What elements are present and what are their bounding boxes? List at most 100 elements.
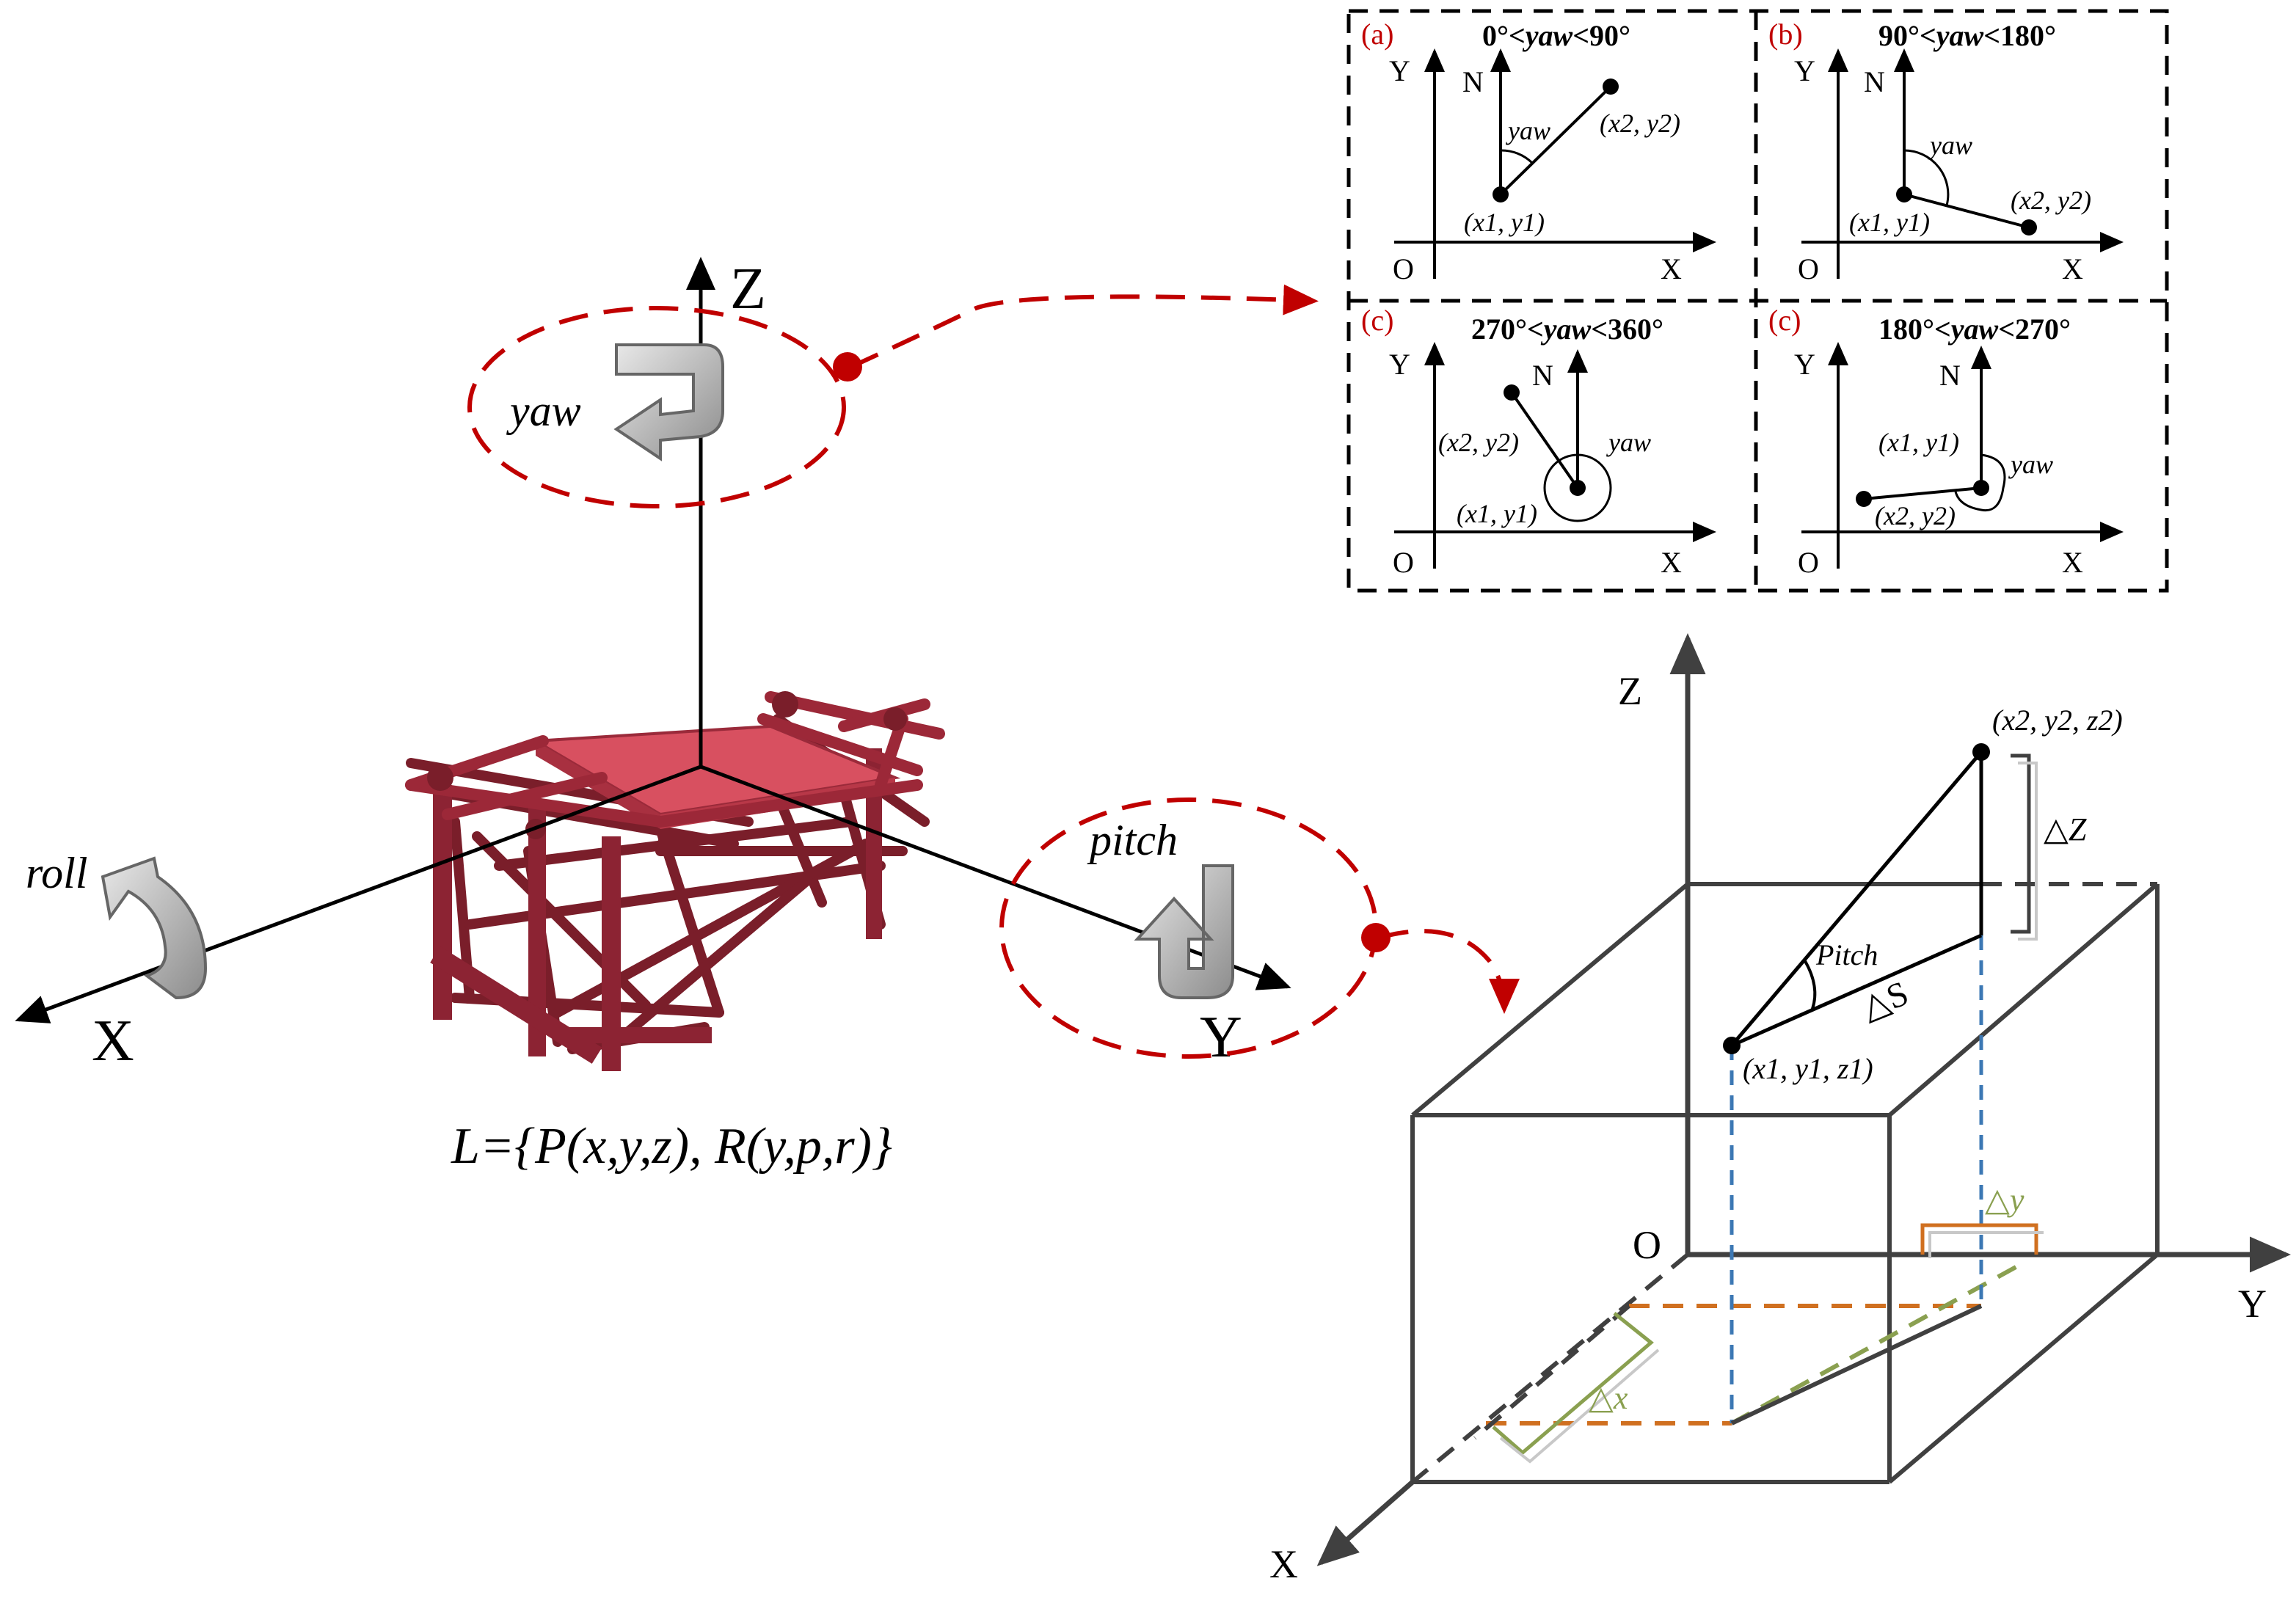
panel-north-label: N xyxy=(1864,65,1885,98)
panel-range: 270°<yaw<360° xyxy=(1471,313,1663,346)
box-origin-label: O xyxy=(1633,1223,1661,1267)
box-point-1-label: (x1, y1, z1) xyxy=(1743,1052,1873,1085)
yaw-rotation-arrow-icon xyxy=(613,343,724,461)
panel-point-1 xyxy=(1896,186,1912,202)
panel-north-label: N xyxy=(1939,359,1961,392)
yaw-connector-dot xyxy=(833,352,862,382)
panel-origin-label: O xyxy=(1393,252,1414,285)
panel-point-1-label: (x1, y1) xyxy=(1457,499,1537,528)
panel-origin-label: O xyxy=(1798,546,1819,579)
main-figure: Z X Y yaw roll pitch L={P(x,y,z), R(y,p,… xyxy=(15,257,1520,1175)
panel-angle-label: yaw xyxy=(1506,116,1550,145)
yaw-panel-a: (a) 0°<yaw<90° Y X O N yaw (x1, y1) (x2,… xyxy=(1361,18,1716,285)
panel-angle-arc xyxy=(1500,149,1534,164)
panel-point-2-label: (x2, y2) xyxy=(1438,428,1519,457)
panel-angle-label: yaw xyxy=(1928,131,1972,160)
panel-tag: (c) xyxy=(1361,304,1393,337)
box-projection-green xyxy=(1730,1260,2027,1426)
panel-point-2-label: (x2, y2) xyxy=(1875,501,1956,530)
panel-heading-line xyxy=(1863,486,1982,500)
panel-point-1 xyxy=(1493,186,1509,202)
box-projection-orange xyxy=(1486,1304,1981,1426)
box-edges xyxy=(1410,882,2160,1484)
roll-label: roll xyxy=(26,849,87,897)
panel-angle-circle xyxy=(1543,453,1612,522)
panel-heading-line xyxy=(1903,193,2030,229)
axis-z-label: Z xyxy=(730,257,766,321)
panel-range: 90°<yaw<180° xyxy=(1878,19,2056,52)
panel-angle-label: yaw xyxy=(1606,428,1651,457)
panel-origin-label: O xyxy=(1393,546,1414,579)
delta-z-bracket xyxy=(2011,753,2031,934)
panel-angle-arc xyxy=(1903,149,1950,206)
yaw-panel-b: (b) 90°<yaw<180° Y X O N yaw (x1, y1) (x… xyxy=(1768,18,2124,285)
panel-point-2 xyxy=(1603,79,1619,95)
box-axis-x xyxy=(1316,1480,1415,1566)
pitch-connector-dot xyxy=(1361,923,1391,952)
pitch-horizontal xyxy=(1730,933,1983,1048)
panel-point-2 xyxy=(1856,491,1872,507)
panel-angle-arc xyxy=(1954,453,2006,512)
panel-tag: (b) xyxy=(1768,18,1803,51)
delta-x-bracket xyxy=(1492,1312,1654,1456)
panel-axis-y-label: Y xyxy=(1389,54,1410,87)
panel-axis-x-label: X xyxy=(1661,252,1682,285)
panel-range: 180°<yaw<270° xyxy=(1878,313,2071,346)
panel-point-1-label: (x1, y1) xyxy=(1849,208,1930,237)
panel-origin-label: O xyxy=(1798,252,1819,285)
panel-axis-x-label: X xyxy=(1661,546,1682,579)
panel-north-label: N xyxy=(1532,359,1553,392)
panel-point-1 xyxy=(1570,480,1586,496)
axis-x-line xyxy=(15,764,701,1023)
box-projection-blue xyxy=(1730,935,1983,1423)
panel-point-1-label: (x1, y1) xyxy=(1464,208,1545,237)
yaw-panel-c1: (c) 270°<yaw<360° Y X O N yaw (x1, y1) (… xyxy=(1361,304,1716,579)
platform-legs xyxy=(430,748,882,1071)
platform-nodes xyxy=(427,691,907,854)
yaw-panels: (a) 0°<yaw<90° Y X O N yaw (x1, y1) (x2,… xyxy=(1346,9,2169,593)
panel-point-2 xyxy=(1504,384,1520,401)
panel-point-1 xyxy=(1973,480,1989,496)
pitch-angle-arc xyxy=(1804,960,1817,1010)
panel-heading-line xyxy=(1510,391,1579,489)
pitch-angle-label: Pitch xyxy=(1815,938,1878,971)
box-axis-y-label: Y xyxy=(2238,1282,2267,1326)
delta-y-bracket xyxy=(1920,1223,2038,1255)
panel-axis-x-label: X xyxy=(2062,252,2083,285)
panel-axis-x-label: X xyxy=(2062,546,2083,579)
box-hidden-edges xyxy=(1411,882,2157,1484)
pitch-label: pitch xyxy=(1087,816,1178,864)
panel-axis-y-label: Y xyxy=(1389,348,1410,381)
yaw-highlight-ellipse xyxy=(467,306,846,508)
yaw-label: yaw xyxy=(506,387,581,435)
box-point-2 xyxy=(1972,743,1990,761)
panel-point-2-label: (x2, y2) xyxy=(1600,109,1680,138)
axis-x-label: X xyxy=(92,1009,134,1073)
delta-x-bracket-shadow xyxy=(1499,1348,1660,1464)
formula-label: L={P(x,y,z), R(y,p,r)} xyxy=(451,1118,892,1175)
yaw-connector-path xyxy=(850,284,1319,369)
delta-z-bracket-shadow xyxy=(2018,762,2038,941)
box-point-1 xyxy=(1723,1037,1741,1054)
yaw-panel-c2: (c) 180°<yaw<270° Y X O N yaw (x1, y1) (… xyxy=(1768,304,2124,579)
platform-deck-side xyxy=(536,741,660,829)
pitch-rotation-arrow-icon xyxy=(1134,864,1234,999)
roll-rotation-arrow-icon xyxy=(101,856,208,1000)
delta-z-label: △Z xyxy=(2044,811,2087,847)
panel-tag: (a) xyxy=(1361,18,1393,51)
panel-point-1-label: (x1, y1) xyxy=(1878,428,1959,457)
panel-heading-line xyxy=(1499,85,1612,196)
panel-range: 0°<yaw<90° xyxy=(1482,19,1630,52)
box-axis-x-label: X xyxy=(1269,1542,1298,1586)
pitch-connector-path xyxy=(1379,929,1520,1014)
pitch-hypotenuse xyxy=(1730,751,1983,1047)
panel-point-2 xyxy=(2021,219,2037,236)
panel-point-2-label: (x2, y2) xyxy=(2011,186,2091,215)
box-floor-line xyxy=(1730,1304,1983,1426)
box-projection-green-x xyxy=(1473,1304,1630,1440)
delta-y-bracket-shadow xyxy=(1928,1231,2044,1258)
delta-s-label: △S xyxy=(1856,974,1914,1027)
delta-x-label: △x xyxy=(1589,1380,1628,1416)
pitch-box: Z Y X O xyxy=(1269,633,2291,1586)
